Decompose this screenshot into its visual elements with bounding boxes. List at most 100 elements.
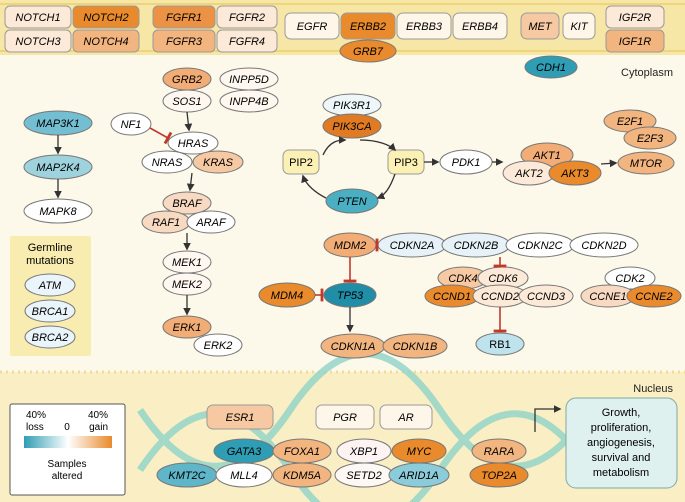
fgfr4-box bbox=[216, 29, 278, 53]
fgfr3-box bbox=[152, 29, 216, 53]
cdh1-node bbox=[524, 55, 578, 79]
nf1-node bbox=[110, 112, 152, 136]
ccne2-node bbox=[626, 284, 682, 308]
outcome-line-3: angiogenesis, bbox=[587, 437, 655, 449]
setd2-label: SETD2 bbox=[346, 470, 381, 482]
ccnd3-label: CCND3 bbox=[527, 291, 566, 303]
pten-label: PTEN bbox=[337, 196, 366, 208]
legend-caption-2: altered bbox=[52, 471, 83, 482]
kdm5a-label: KDM5A bbox=[283, 470, 321, 482]
germline-title-1: Germline bbox=[28, 242, 73, 254]
mtor-label: MTOR bbox=[630, 158, 662, 170]
mek1-label: MEK1 bbox=[172, 257, 202, 269]
erbb3-box bbox=[396, 12, 452, 40]
erk1-label: ERK1 bbox=[173, 322, 202, 334]
nucleus-label: Nucleus bbox=[633, 383, 673, 395]
grb2-label: GRB2 bbox=[172, 74, 202, 86]
kdm5a-node bbox=[272, 462, 332, 488]
cdkn1b-node bbox=[382, 333, 448, 359]
ccnd1-label: CCND1 bbox=[433, 291, 471, 303]
ccne1-label: CCNE1 bbox=[589, 291, 626, 303]
erk1-node bbox=[162, 315, 212, 339]
ar-box bbox=[379, 404, 433, 430]
legend-loss-pct: 40% bbox=[26, 410, 46, 421]
legend-gradient-bar bbox=[24, 436, 112, 448]
met-box bbox=[520, 12, 560, 40]
erbb4-label: ERBB4 bbox=[462, 21, 498, 33]
legend-loss-label: loss bbox=[26, 422, 44, 433]
notch2-box bbox=[72, 5, 140, 29]
pdk1-label: PDK1 bbox=[452, 157, 481, 169]
ar-label: AR bbox=[397, 412, 413, 424]
pip2-label: PIP2 bbox=[289, 157, 313, 169]
brca2-label: BRCA2 bbox=[32, 332, 69, 344]
erbb2-label: ERBB2 bbox=[350, 21, 386, 33]
braf-node bbox=[162, 191, 212, 215]
nf1-label: NF1 bbox=[121, 119, 142, 131]
e2f3-node bbox=[623, 126, 677, 150]
arid1a-label: ARID1A bbox=[398, 470, 439, 482]
ccnd3-node bbox=[518, 284, 574, 308]
outcome-line-4: survival and bbox=[592, 452, 651, 464]
pip3-label: PIP3 bbox=[394, 157, 418, 169]
sos1-label: SOS1 bbox=[172, 96, 201, 108]
ccne2-label: CCNE2 bbox=[635, 291, 672, 303]
mdm2-label: MDM2 bbox=[334, 240, 366, 252]
notch1-label: NOTCH1 bbox=[15, 12, 60, 24]
akt3-node bbox=[548, 160, 602, 186]
igf1r-label: IGF1R bbox=[619, 36, 651, 48]
pgr-label: PGR bbox=[333, 412, 357, 424]
top2a-node bbox=[469, 462, 529, 488]
cdk2-label: CDK2 bbox=[615, 273, 644, 285]
notch4-label: NOTCH4 bbox=[83, 36, 128, 48]
nras-label: NRAS bbox=[152, 157, 183, 169]
araf-label: ARAF bbox=[195, 217, 227, 229]
akt3-label: AKT3 bbox=[560, 168, 589, 180]
map2k4-label: MAP2K4 bbox=[36, 162, 79, 174]
grb7-node bbox=[339, 39, 397, 63]
erbb3-label: ERBB3 bbox=[406, 21, 443, 33]
rara-label: RARA bbox=[484, 446, 515, 458]
cytoplasm-label: Cytoplasm bbox=[621, 67, 673, 79]
araf-node bbox=[186, 210, 236, 234]
top2a-label: TOP2A bbox=[481, 470, 517, 482]
legend-box bbox=[9, 403, 126, 496]
pgr-box bbox=[315, 404, 375, 430]
mapk8-label: MAPK8 bbox=[39, 206, 77, 218]
cdkn2c-label: CDKN2C bbox=[517, 240, 562, 252]
e2f1-label: E2F1 bbox=[617, 116, 643, 128]
pathway-edges bbox=[54, 111, 618, 432]
cdkn1a-label: CDKN1A bbox=[331, 341, 376, 353]
esr1-label: ESR1 bbox=[226, 412, 255, 424]
mtor-node bbox=[617, 151, 675, 175]
e2f3-label: E2F3 bbox=[637, 133, 664, 145]
cdk4-label: CDK4 bbox=[448, 273, 477, 285]
outcome-line-1: Growth, bbox=[602, 407, 641, 419]
outcome-line-2: proliferation, bbox=[591, 422, 652, 434]
notch3-label: NOTCH3 bbox=[15, 36, 61, 48]
erbb4-box bbox=[452, 12, 508, 40]
egfr-box bbox=[284, 12, 340, 40]
cdk2-node bbox=[604, 266, 656, 290]
cdh1-label: CDH1 bbox=[536, 62, 566, 74]
ccnd2-label: CCND2 bbox=[481, 291, 519, 303]
mll4-node bbox=[215, 462, 273, 488]
gata3-label: GATA3 bbox=[227, 446, 262, 458]
legend-zero: 0 bbox=[64, 422, 70, 433]
mapk8-node bbox=[23, 198, 93, 224]
fgfr3-label: FGFR3 bbox=[166, 36, 203, 48]
cdkn2b-label: CDKN2B bbox=[454, 240, 499, 252]
akt1-label: AKT1 bbox=[532, 150, 561, 162]
rb1-label: RB1 bbox=[489, 339, 510, 351]
inpp4b-node bbox=[219, 89, 279, 113]
notch3-box bbox=[4, 29, 72, 53]
nras-node bbox=[141, 150, 193, 174]
fgfr1-box bbox=[152, 5, 216, 29]
egfr-label: EGFR bbox=[297, 21, 328, 33]
mll4-label: MLL4 bbox=[230, 470, 258, 482]
esr1-box bbox=[206, 404, 274, 430]
atm-node bbox=[24, 273, 76, 297]
atm-label: ATM bbox=[38, 280, 62, 292]
cdk6-label: CDK6 bbox=[488, 273, 518, 285]
